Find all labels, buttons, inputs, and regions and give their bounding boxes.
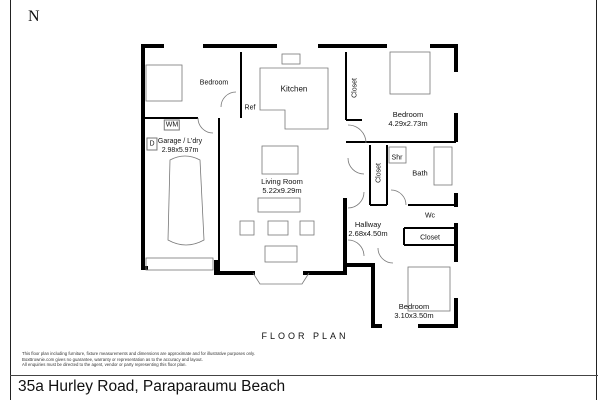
room-name: Living Room xyxy=(261,177,303,186)
room-label-shower: Shr xyxy=(391,154,403,162)
room-label-kitchen: Kitchen xyxy=(280,84,308,94)
room-size: 4.29x2.73m xyxy=(388,119,428,128)
room-label-dryer: D xyxy=(146,137,158,151)
room-size: 5.22x9.29m xyxy=(262,186,302,195)
room-label-wm: WM xyxy=(163,119,181,131)
room-name: Garage / L'dry xyxy=(157,138,203,145)
room-label-wc: Wc xyxy=(424,212,436,220)
room-label-closet-top: Closet xyxy=(351,78,359,98)
divider xyxy=(10,375,598,376)
room-label-closet-bottom: Closet xyxy=(420,234,440,242)
room-name: Bedroom xyxy=(392,110,424,119)
floor-plan-title: FLOOR PLAN xyxy=(261,331,349,341)
room-label-bedroom-top-left: Bedroom xyxy=(199,79,229,87)
room-label-garage: Garage / L'dry 2.98x5.97m xyxy=(158,137,202,155)
room-size: 2.98x5.97m xyxy=(161,147,199,154)
room-label-closet-mid: Closet xyxy=(375,163,383,183)
page-frame xyxy=(10,0,597,400)
disclaimer-line: BoxBrownie.com gives no guarantee, warra… xyxy=(22,356,203,362)
room-name: Hallway xyxy=(354,220,382,229)
room-size: 3.10x3.50m xyxy=(394,311,434,320)
property-address: 35a Hurley Road, Paraparaumu Beach xyxy=(18,378,286,395)
room-label-ref: Ref xyxy=(244,104,256,112)
room-name: Bedroom xyxy=(398,302,430,311)
disclaimer-line: All enquiries must be directed to the ag… xyxy=(22,362,187,368)
north-compass-icon: N xyxy=(28,8,40,25)
disclaimer-line: This floor plan including furniture, fix… xyxy=(22,351,256,356)
room-size: 2.68x4.50m xyxy=(348,229,388,238)
room-label-bath: Bath xyxy=(412,168,428,178)
disclaimer: This floor plan including furniture, fix… xyxy=(22,351,255,368)
